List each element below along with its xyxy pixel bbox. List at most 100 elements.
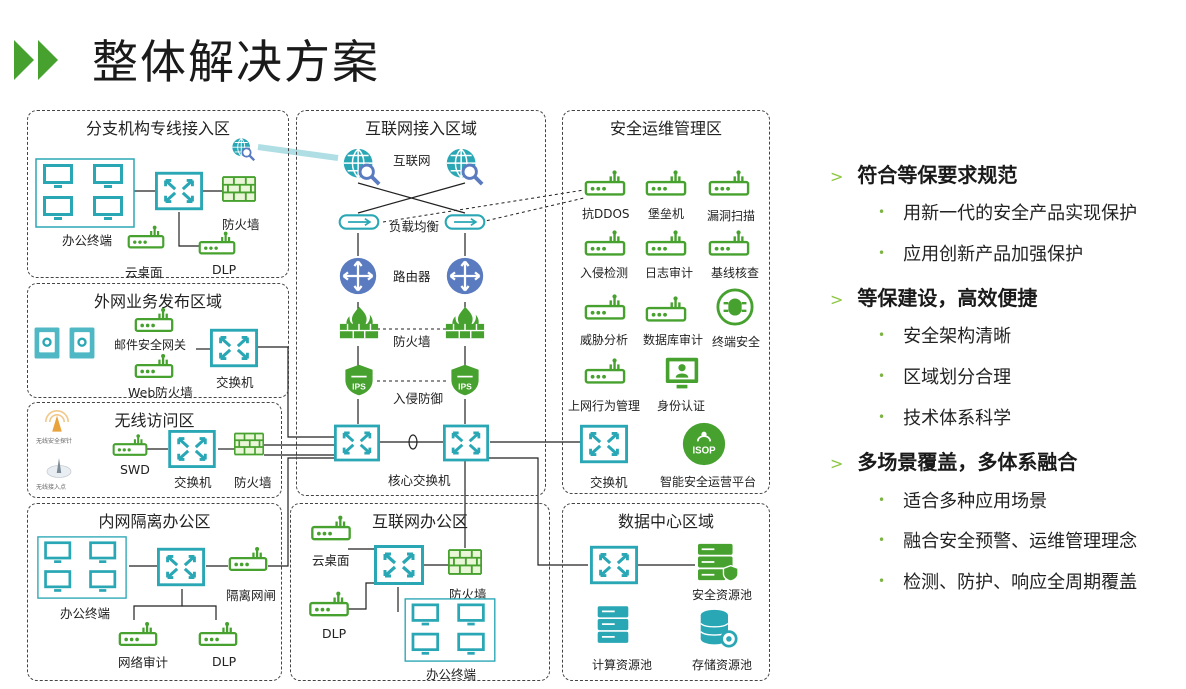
dlp-label: DLP [212, 262, 237, 277]
section-heading: >等保建设，高效便捷 [830, 286, 1038, 310]
zone-title: 数据中心区域 [617, 512, 714, 531]
dlp-label: DLP [322, 626, 347, 641]
router-icon [445, 256, 485, 296]
server-icon [68, 320, 96, 366]
dlp-icon [308, 590, 350, 618]
zone-data-center: 数据中心区域 [562, 503, 770, 681]
bastion-host-icon [645, 168, 687, 198]
dlp-icon [198, 620, 238, 648]
section-item: •检测、防护、响应全周期覆盖 [878, 572, 1138, 593]
bastion-host-label: 堡垒机 [648, 207, 685, 221]
zone-wireless: 无线访问区 [27, 402, 282, 498]
section-item: •适合多种应用场景 [878, 491, 1048, 512]
mail-gateway-label: 邮件安全网关 [114, 338, 187, 352]
firewall-label: 防火墙 [234, 475, 272, 490]
anti-ddos-label: 抗DDOS [582, 207, 630, 221]
cloud-desktop-label: 云桌面 [125, 265, 163, 280]
bullet-icon: • [878, 369, 886, 383]
net-audit-label: 网络审计 [118, 655, 169, 670]
globe-icon [230, 136, 256, 162]
server-icon [33, 320, 61, 366]
internet-label: 互联网 [393, 153, 431, 168]
web-behavior-label: 上网行为管理 [568, 399, 641, 413]
bullet-icon: • [878, 246, 886, 260]
security-pool-icon [696, 542, 740, 582]
zone-security-ops: 安全运维管理区 [562, 110, 770, 494]
switch-icon [155, 170, 203, 212]
switch-icon [210, 328, 258, 368]
isop-icon [682, 422, 726, 466]
cloud-desktop-icon [127, 224, 165, 250]
zone-title: 分支机构专线接入区 [85, 119, 230, 138]
firewall-label: 防火墙 [393, 334, 431, 349]
anti-ddos-icon [584, 168, 626, 198]
switch-label: 交换机 [174, 475, 212, 490]
firewall-icon [448, 548, 482, 576]
router-icon [338, 256, 378, 296]
zone-internet-access: 互联网接入区域 [296, 110, 546, 496]
db-audit-label: 数据库审计 [643, 333, 704, 347]
security-pool-label: 安全资源池 [692, 588, 753, 602]
storage-pool-label: 存储资源池 [692, 658, 753, 672]
ips-icon [342, 362, 376, 398]
section-heading: >符合等保要求规范 [830, 163, 1018, 187]
swd-label: SWD [120, 462, 150, 477]
baseline-check-label: 基线核查 [711, 266, 760, 280]
core-switch-label: 核心交换机 [388, 473, 451, 488]
log-audit-label: 日志审计 [645, 266, 694, 280]
cloud-desktop-icon [310, 514, 352, 542]
threat-analysis-label: 威胁分析 [580, 333, 629, 347]
intrusion-detect-icon [584, 228, 626, 258]
isolation-gateway-label: 隔离网闸 [226, 588, 277, 603]
core-switch-icon [443, 424, 489, 462]
zone-intranet: 内网隔离办公区 [27, 503, 282, 681]
internet-globe-icon [340, 145, 382, 187]
section-item: •应用创新产品加强保护 [878, 244, 1084, 265]
zone-branch: 分支机构专线接入区 [27, 110, 289, 278]
isolation-gateway-icon [228, 544, 268, 574]
vuln-scan-icon [708, 168, 750, 198]
wireless-probe-icon [40, 406, 74, 438]
office-terminal-label: 办公终端 [426, 667, 477, 682]
zone-title: 互联网办公区 [371, 512, 468, 531]
zone-internet-office: 互联网办公区 [290, 503, 550, 681]
bullet-icon: • [878, 328, 886, 342]
bullet-icon: • [878, 574, 886, 588]
ips-label: 入侵防御 [393, 391, 444, 406]
section-heading: >多场景覆盖，多体系融合 [830, 450, 1078, 474]
switch-label: 交换机 [590, 475, 628, 490]
log-audit-icon [645, 228, 687, 258]
access-point-icon [44, 452, 74, 482]
switch-icon [590, 544, 638, 586]
firewall-icon [234, 432, 264, 456]
storage-pool-icon [698, 608, 738, 648]
db-audit-icon [645, 294, 687, 324]
title-arrows-icon [14, 40, 58, 80]
vuln-scan-label: 漏洞扫描 [707, 209, 756, 223]
page-title: 整体解决方案 [92, 35, 380, 89]
dlp-label: DLP [212, 654, 237, 669]
switch-icon [157, 546, 205, 588]
intrusion-detect-label: 入侵检测 [580, 266, 629, 280]
web-firewall-icon [134, 352, 174, 380]
switch-label: 交换机 [216, 375, 254, 390]
zone-title: 互联网接入区域 [364, 119, 477, 138]
cloud-desktop-label: 云桌面 [312, 553, 350, 568]
switch-icon [168, 430, 216, 468]
load-balancer-icon [444, 212, 486, 232]
firewall-label: 防火墙 [222, 217, 260, 232]
firewall-icon [444, 304, 486, 340]
ips-icon [448, 362, 482, 398]
web-behavior-icon [584, 356, 626, 386]
endpoint-security-icon [716, 288, 754, 326]
identity-auth-icon [664, 356, 700, 392]
section-item: •区域划分合理 [878, 367, 1012, 388]
bullet-icon: • [878, 410, 886, 424]
endpoint-security-label: 终端安全 [712, 335, 761, 349]
office-terminal-label: 办公终端 [62, 233, 113, 248]
bullet-icon: • [878, 205, 886, 219]
wireless-probe-label: 无线安全探针 [36, 438, 73, 445]
switch-icon [374, 544, 424, 586]
swd-icon [112, 432, 148, 458]
chevron-right-icon: > [830, 454, 844, 473]
